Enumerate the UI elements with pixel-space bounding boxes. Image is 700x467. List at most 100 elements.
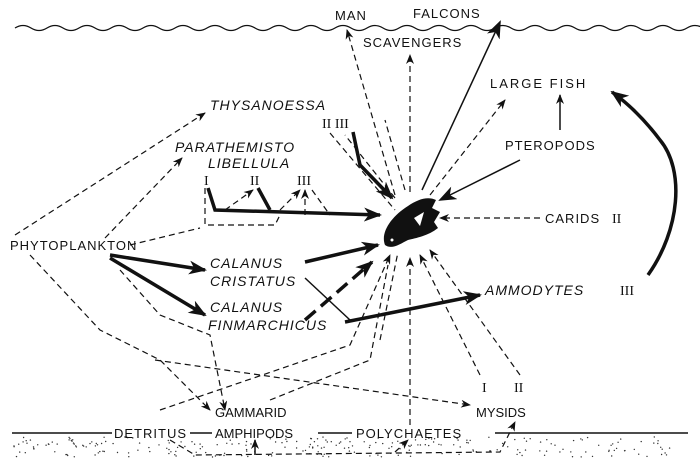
sediment-dot xyxy=(323,446,325,448)
sediment-dot xyxy=(457,439,459,441)
sediment-dot xyxy=(170,451,172,453)
sediment-dot xyxy=(223,454,225,457)
sediment-dot xyxy=(330,441,332,443)
sediment-dot xyxy=(559,451,561,453)
sediment-dot xyxy=(284,446,286,448)
sediment-dot xyxy=(126,436,128,438)
sediment-dot xyxy=(168,442,170,444)
sediment-dot xyxy=(514,438,516,441)
label-ammodytes-stage: III xyxy=(620,284,634,299)
sediment-dot xyxy=(45,444,47,446)
sediment-dot xyxy=(417,444,419,446)
sediment-dot xyxy=(572,439,575,442)
label-large-fish: LARGE FISH xyxy=(490,76,587,91)
sediment-dot xyxy=(351,445,354,447)
sediment-dot xyxy=(105,440,107,443)
sediment-dot xyxy=(214,455,217,457)
sediment-dot xyxy=(73,456,76,458)
sediment-dot xyxy=(229,439,231,441)
sediment-dot xyxy=(408,445,410,447)
sediment-dot xyxy=(285,438,287,440)
sediment-dot xyxy=(73,443,75,445)
label-mysids-stage-2: II xyxy=(514,381,524,396)
sediment-dot xyxy=(274,441,277,443)
sediment-dot xyxy=(97,452,100,454)
sediment-dot xyxy=(353,451,356,453)
sediment-dot xyxy=(238,443,240,445)
sediment-dot xyxy=(346,437,348,439)
sediment-dot xyxy=(453,444,455,446)
sediment-dot xyxy=(312,447,314,449)
label-libellula: LIBELLULA xyxy=(208,155,290,171)
sediment-dot xyxy=(598,444,600,446)
sediment-dot xyxy=(377,437,379,439)
sediment-dot xyxy=(335,444,337,446)
label-carids: CARIDS xyxy=(545,211,600,226)
sediment-dot xyxy=(472,450,475,452)
sediment-dot xyxy=(539,441,542,443)
sediment-dot xyxy=(472,449,474,451)
label-detritus: DETRITUS xyxy=(114,426,187,441)
sediment-dot xyxy=(71,440,73,442)
sediment-dot xyxy=(223,452,226,454)
sediment-dot xyxy=(516,453,518,456)
sediment-dot xyxy=(613,449,615,452)
sediment-dot xyxy=(316,438,319,440)
sediment-dot xyxy=(15,455,18,458)
sediment-dot xyxy=(95,442,98,445)
sediment-dot xyxy=(488,436,490,438)
sediment-dot xyxy=(456,437,458,440)
sediment-dot xyxy=(82,444,84,446)
bird-silhouette-icon xyxy=(383,198,440,247)
sediment-dot xyxy=(368,446,371,449)
sediment-dot xyxy=(539,450,541,452)
sediment-dot xyxy=(581,439,583,441)
sediment-dot xyxy=(661,448,663,450)
sediment-dot xyxy=(245,440,248,443)
sediment-dot xyxy=(22,436,25,439)
label-cristatus: CRISTATUS xyxy=(210,273,296,289)
sediment-dot xyxy=(205,451,207,454)
label-thysanoessa: THYSANOESSA xyxy=(210,97,326,113)
sediment-dot xyxy=(408,449,410,451)
sediment-dot xyxy=(380,456,383,458)
sediment-dot xyxy=(245,444,247,446)
label-parathemisto-stage-1: I xyxy=(204,174,209,189)
sediment-dot xyxy=(296,440,298,443)
sediment-dot xyxy=(89,442,91,445)
sediment-dot xyxy=(149,450,151,453)
sediment-dot xyxy=(112,442,114,445)
sediment-dot xyxy=(325,439,327,441)
label-thysanoessa-stages: II III xyxy=(322,117,349,132)
sediment-dot xyxy=(523,437,525,439)
label-phytoplankton: PHYTOPLANKTON xyxy=(10,238,137,253)
label-mysids: MYSIDS xyxy=(476,405,526,420)
sediment-dot xyxy=(271,455,273,457)
sediment-dot xyxy=(226,442,228,444)
sediment-dot xyxy=(343,447,346,449)
sediment-dot xyxy=(323,453,325,455)
sediment-dot xyxy=(184,445,186,448)
sediment-dot xyxy=(322,436,324,438)
sediment-dot xyxy=(225,436,227,439)
label-amphipods: AMPHIPODS xyxy=(215,426,293,441)
sediment-dot xyxy=(68,439,70,441)
sediment-dot xyxy=(91,441,93,443)
sediment-dot xyxy=(199,448,201,450)
sediment-dot xyxy=(168,448,170,451)
sediment-dot xyxy=(608,449,610,451)
sediment-dot xyxy=(391,442,394,444)
sediment-dot xyxy=(247,455,249,458)
sediment-dot xyxy=(660,453,663,456)
label-mysids-stage-1: I xyxy=(482,381,487,396)
sediment-dot xyxy=(199,443,201,445)
sediment-dot xyxy=(550,443,552,445)
sediment-dot xyxy=(176,446,179,449)
sediment-dot xyxy=(132,437,134,439)
sediment-dot xyxy=(432,441,435,443)
sediment-dot xyxy=(69,437,71,440)
sediment-dot xyxy=(344,438,346,440)
sediment-dot xyxy=(524,449,527,451)
sediment-dot xyxy=(168,452,170,455)
